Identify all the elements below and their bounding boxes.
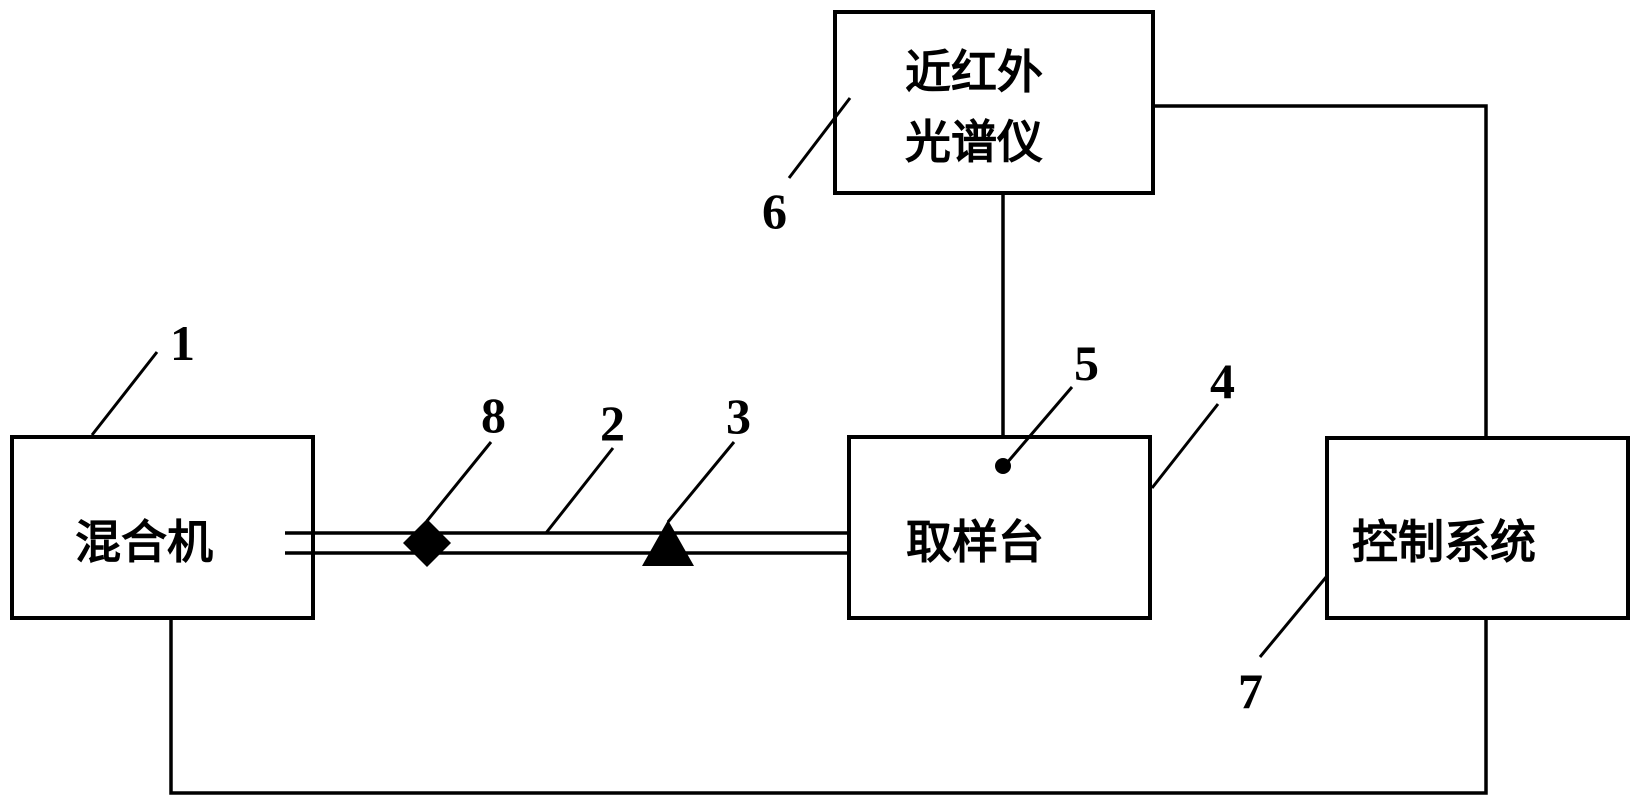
ref-numeral-6: 6 <box>762 183 787 239</box>
leader-8 <box>425 441 493 522</box>
nir-spectrometer-label-line1: 近红外 <box>905 45 1043 99</box>
mixer-block: 混合机 <box>10 435 315 620</box>
leader-4 <box>1150 403 1220 489</box>
nir-spectrometer-block: 近红外 光谱仪 <box>833 10 1155 195</box>
nir-spectrometer-box <box>833 10 1155 195</box>
control-system-box <box>1325 436 1630 620</box>
reference-numerals: 1 8 2 3 5 4 6 7 <box>170 183 1263 719</box>
leader-2 <box>544 447 615 534</box>
ref-numeral-8: 8 <box>481 387 506 443</box>
ref-numeral-2: 2 <box>600 395 625 451</box>
ref-numeral-4: 4 <box>1210 353 1235 409</box>
leader-5 <box>1004 386 1074 465</box>
leader-1 <box>90 351 159 436</box>
leader-6 <box>787 97 852 179</box>
control-system-label: 控制系统 <box>1352 515 1536 569</box>
connection-wires <box>169 104 1488 795</box>
control-system-block: 控制系统 <box>1325 436 1630 620</box>
leader-lines <box>90 97 1329 658</box>
wire-control-to-mixer <box>169 618 1488 795</box>
valve-diamond-icon <box>403 519 451 567</box>
mixer-label: 混合机 <box>75 515 213 569</box>
wire-spectrometer-to-control <box>1153 104 1488 438</box>
pipeline <box>285 531 849 555</box>
ref-numeral-1: 1 <box>170 315 195 371</box>
mixer-box <box>10 435 315 620</box>
sampling-table-label: 取样台 <box>906 515 1044 569</box>
pump-triangle-icon <box>642 520 694 566</box>
leader-7 <box>1258 575 1329 658</box>
ref-numeral-5: 5 <box>1074 335 1099 391</box>
leader-3 <box>666 441 736 523</box>
ref-numeral-7: 7 <box>1238 663 1263 719</box>
ref-numeral-3: 3 <box>726 388 751 444</box>
nir-spectrometer-label-line2: 光谱仪 <box>905 115 1043 169</box>
